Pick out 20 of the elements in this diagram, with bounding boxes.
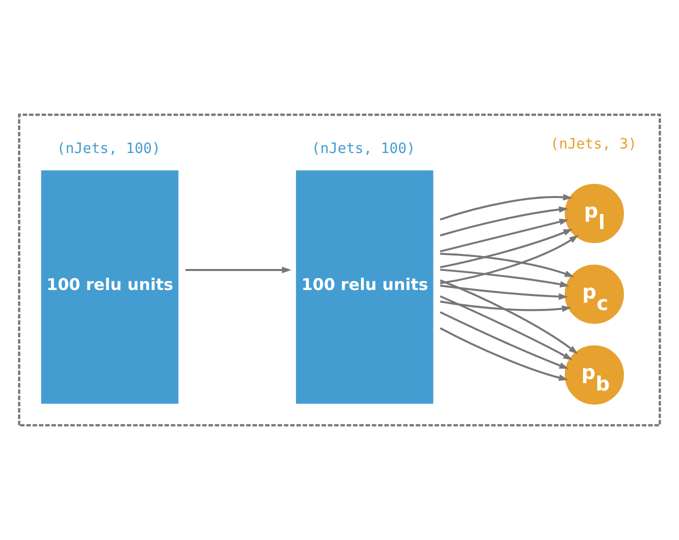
arrow <box>440 194 572 221</box>
arrow <box>440 279 578 354</box>
arrow <box>440 268 570 288</box>
arrow <box>440 295 573 360</box>
arrow <box>440 206 568 236</box>
node-box: 100 relu units <box>41 170 178 404</box>
arrow <box>440 300 572 312</box>
node-label: (nJets, 100) <box>312 141 416 158</box>
arrow <box>440 327 568 381</box>
label: (nJets, 3) <box>550 136 637 153</box>
arrow <box>185 266 292 274</box>
arrow <box>440 311 569 369</box>
arrow <box>440 228 573 268</box>
arrow <box>440 252 574 278</box>
cluster <box>18 114 661 426</box>
arrow <box>440 218 569 252</box>
node-box: 100 relu units <box>296 170 434 404</box>
arrow <box>440 284 568 300</box>
arrow <box>440 234 579 284</box>
node-label: (nJets, 100) <box>56 141 160 158</box>
